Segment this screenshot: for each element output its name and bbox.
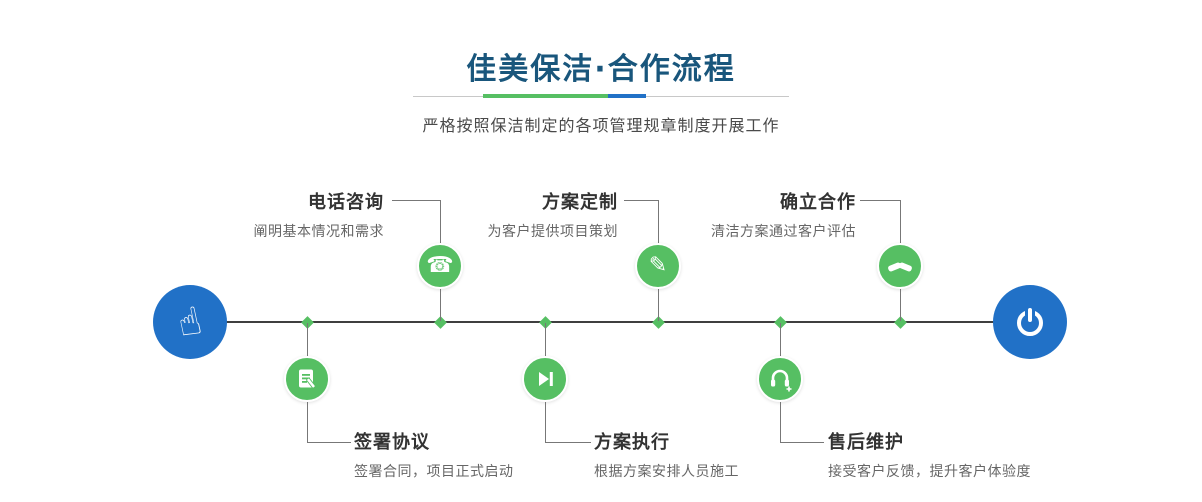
step-title: 方案执行	[594, 432, 670, 453]
step-plan-execution: 方案执行 根据方案安排人员施工	[594, 428, 739, 481]
connector-line	[307, 402, 308, 442]
handshake-icon	[888, 262, 912, 272]
step-title: 签署协议	[354, 432, 430, 453]
connector-line	[900, 289, 901, 321]
connector-line	[307, 323, 308, 356]
step-desc: 阐明基本情况和需求	[253, 224, 384, 240]
connector-line	[624, 200, 658, 201]
step-title: 售后维护	[828, 432, 904, 453]
underline-blue-accent	[608, 94, 646, 98]
timeline-line	[190, 321, 1030, 323]
connector-line	[860, 200, 900, 201]
underline-green-accent	[483, 94, 608, 98]
step-phone-consult: 电话咨询 阐明基本情况和需求	[254, 188, 385, 241]
timeline-end-circle	[993, 285, 1067, 359]
connector-line	[900, 200, 901, 244]
connector-line	[658, 289, 659, 321]
step-desc: 为客户提供项目策划	[487, 224, 618, 240]
step-desc: 根据方案安排人员施工	[594, 464, 739, 480]
timeline-start-circle: ☝	[153, 285, 227, 359]
step-cooperation: 确立合作 清洁方案通过客户评估	[711, 188, 856, 241]
title-underline-decoration	[413, 94, 789, 100]
connector-line	[545, 442, 591, 443]
step-desc: 接受客户反馈，提升客户体验度	[828, 464, 1031, 480]
step-title: 确立合作	[780, 192, 856, 213]
step-node-handshake	[877, 243, 923, 289]
phone-icon: ☎	[426, 253, 454, 278]
pointing-hand-icon: ☝	[174, 298, 206, 346]
headset-icon	[771, 369, 792, 392]
step-desc: 清洁方案通过客户评估	[711, 224, 856, 240]
step-after-sales: 售后维护 接受客户反馈，提升客户体验度	[828, 428, 1031, 481]
document-icon	[299, 369, 316, 389]
connector-line	[545, 323, 546, 356]
connector-line	[780, 323, 781, 356]
pencil-ruler-icon: ✎	[648, 253, 668, 278]
connector-line	[440, 289, 441, 321]
step-node-headset	[757, 356, 803, 402]
play-icon	[539, 372, 553, 386]
connector-line	[780, 442, 824, 443]
connector-line	[780, 402, 781, 442]
connector-line	[392, 200, 440, 201]
connector-line	[658, 200, 659, 244]
step-title: 方案定制	[542, 192, 618, 213]
step-desc: 签署合同，项目正式启动	[354, 464, 514, 480]
power-icon	[1017, 307, 1043, 336]
step-title: 电话咨询	[308, 192, 384, 213]
connector-line	[545, 402, 546, 442]
step-node-play	[522, 356, 568, 402]
step-node-phone: ☎	[417, 243, 463, 289]
connector-line	[307, 442, 351, 443]
step-node-plan: ✎	[635, 243, 681, 289]
page-subtitle: 严格按照保洁制定的各项管理规章制度开展工作	[422, 116, 780, 135]
step-node-document	[284, 356, 330, 402]
step-plan-custom: 方案定制 为客户提供项目策划	[488, 188, 619, 241]
page-title: 佳美保洁·合作流程	[466, 52, 736, 87]
connector-line	[440, 200, 441, 244]
step-sign-agreement: 签署协议 签署合同，项目正式启动	[354, 428, 514, 481]
